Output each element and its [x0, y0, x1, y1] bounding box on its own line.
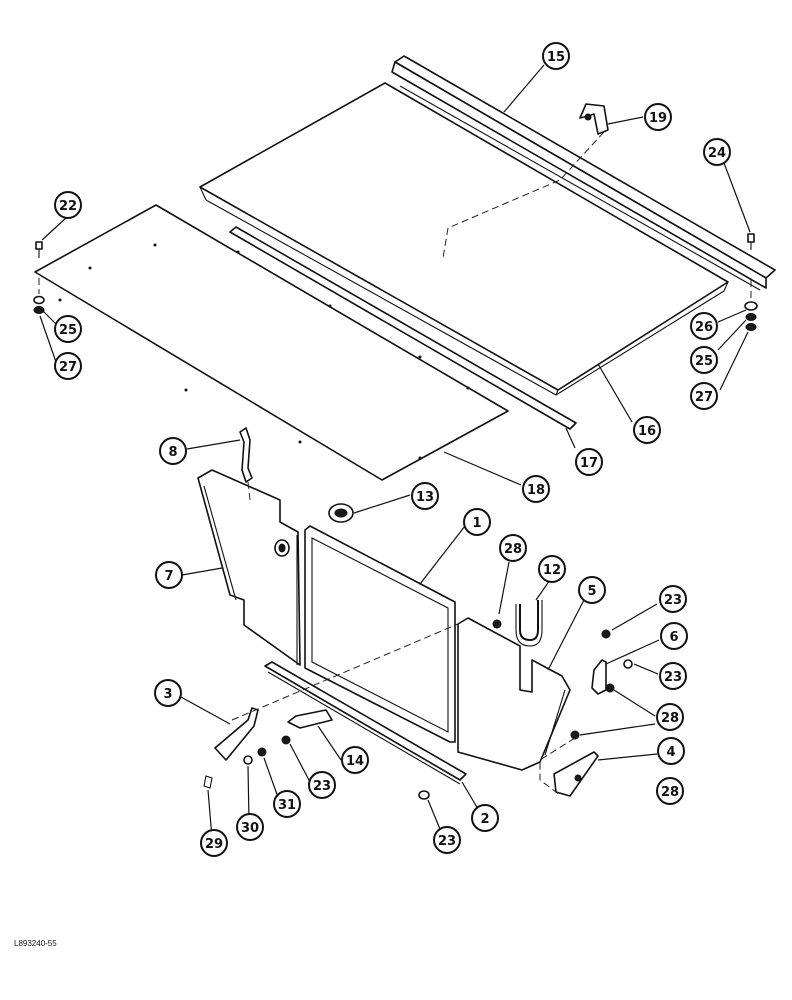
callout-8: 8 — [159, 437, 187, 465]
part-6-bracket — [591, 659, 607, 695]
callout-19: 19 — [644, 103, 672, 131]
svg-text:1: 1 — [472, 516, 481, 531]
svg-text:31: 31 — [278, 798, 296, 813]
figure-id: L893240-55 — [14, 939, 57, 948]
svg-text:17: 17 — [580, 456, 598, 471]
svg-text:8: 8 — [168, 445, 177, 460]
part-5-right-side-panel — [457, 617, 571, 771]
svg-text:4: 4 — [666, 745, 675, 760]
callout-23: 23 — [659, 585, 687, 613]
svg-text:27: 27 — [59, 360, 77, 375]
rail-right-hardware — [744, 233, 758, 331]
svg-text:18: 18 — [527, 483, 545, 498]
left-panel-hardware — [33, 241, 45, 314]
callout-28: 28 — [656, 777, 684, 805]
part-12-u-bolt — [519, 600, 539, 642]
svg-text:19: 19 — [649, 111, 667, 126]
callout-31: 31 — [273, 790, 301, 818]
svg-text:26: 26 — [695, 320, 713, 335]
part-4-angle-bracket — [553, 751, 599, 797]
callout-12: 12 — [538, 555, 566, 583]
callout-7: 7 — [155, 561, 183, 589]
callout-28: 28 — [656, 703, 684, 731]
part-14-clamp — [287, 709, 333, 729]
callout-23: 23 — [308, 771, 336, 799]
svg-text:15: 15 — [547, 50, 565, 65]
callout-14: 14 — [341, 746, 369, 774]
svg-text:12: 12 — [543, 563, 561, 578]
callout-16: 16 — [633, 416, 661, 444]
part-19-latch — [579, 103, 609, 135]
part-1-center-panel — [304, 525, 456, 743]
svg-text:23: 23 — [313, 779, 331, 794]
callout-6: 6 — [660, 622, 688, 650]
callout-27: 27 — [690, 382, 718, 410]
svg-text:28: 28 — [661, 711, 679, 726]
callout-17: 17 — [575, 448, 603, 476]
callout-25: 25 — [54, 315, 82, 343]
svg-text:2: 2 — [480, 812, 489, 827]
callout-25: 25 — [690, 346, 718, 374]
svg-text:30: 30 — [241, 821, 259, 836]
svg-text:29: 29 — [205, 837, 223, 852]
part-17-trim-strip — [229, 226, 577, 430]
callout-22: 22 — [54, 191, 82, 219]
callout-28: 28 — [499, 534, 527, 562]
part-7-left-side-panel — [197, 469, 301, 666]
part-3-angle-bracket — [214, 707, 259, 761]
lower-assembly — [197, 427, 633, 800]
svg-text:3: 3 — [163, 687, 172, 702]
part-18-left-panel — [34, 204, 509, 481]
svg-text:5: 5 — [587, 584, 596, 599]
svg-text:13: 13 — [416, 490, 434, 505]
svg-text:27: 27 — [695, 390, 713, 405]
callout-30: 30 — [236, 813, 264, 841]
part-2-bottom-strip — [264, 661, 467, 781]
callout-4: 4 — [657, 737, 685, 765]
svg-text:14: 14 — [346, 754, 364, 769]
callout-24: 24 — [703, 138, 731, 166]
svg-text:16: 16 — [638, 424, 656, 439]
callout-18: 18 — [522, 475, 550, 503]
svg-text:23: 23 — [664, 593, 682, 608]
svg-text:22: 22 — [59, 199, 77, 214]
part-8-bracket — [239, 427, 253, 483]
svg-text:24: 24 — [708, 146, 726, 161]
svg-text:7: 7 — [164, 569, 173, 584]
part-13-grommet — [328, 503, 354, 523]
callout-3: 3 — [154, 679, 182, 707]
callout-23: 23 — [659, 662, 687, 690]
svg-text:25: 25 — [59, 323, 77, 338]
svg-text:25: 25 — [695, 354, 713, 369]
svg-text:28: 28 — [661, 785, 679, 800]
callout-1: 1 — [463, 508, 491, 536]
callout-2: 2 — [471, 804, 499, 832]
callout-29: 29 — [200, 829, 228, 857]
svg-text:23: 23 — [664, 670, 682, 685]
callout-26: 26 — [690, 312, 718, 340]
svg-text:6: 6 — [669, 630, 678, 645]
callout-23: 23 — [433, 826, 461, 854]
upper-assembly — [33, 55, 776, 481]
callout-27: 27 — [54, 352, 82, 380]
callout-5: 5 — [578, 576, 606, 604]
svg-text:23: 23 — [438, 834, 456, 849]
callout-15: 15 — [542, 42, 570, 70]
leader-lines — [39, 64, 751, 839]
svg-text:28: 28 — [504, 542, 522, 557]
callout-13: 13 — [411, 482, 439, 510]
